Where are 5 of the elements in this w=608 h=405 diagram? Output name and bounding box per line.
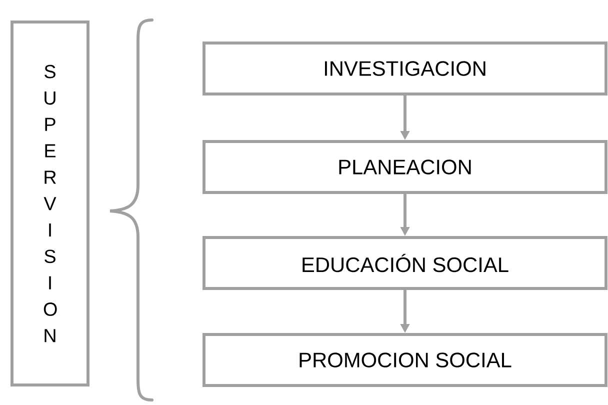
label-box: SUPERVISION — [10, 20, 90, 386]
process-box: INVESTIGACION — [202, 42, 608, 96]
process-box: EDUCACIÓN SOCIAL — [202, 236, 608, 290]
process-box: PROMOCION SOCIAL — [202, 333, 608, 387]
process-box: PLANEACION — [202, 140, 608, 194]
